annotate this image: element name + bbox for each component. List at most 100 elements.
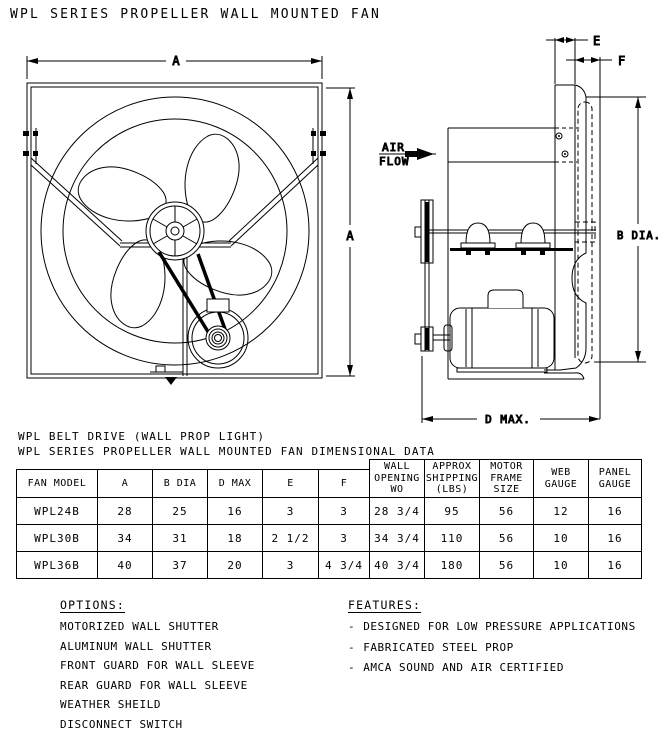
prop-hub-sheave xyxy=(145,201,205,261)
prop-blade xyxy=(183,240,273,296)
cell-b-dia: 31 xyxy=(152,524,208,552)
cell-wall-opening: 28 3/4 xyxy=(369,497,425,525)
cell-a: 34 xyxy=(97,524,153,552)
feature-item: -FABRICATED STEEL PROP xyxy=(348,640,636,655)
center-marker xyxy=(165,377,177,385)
feature-text: FABRICATED STEEL PROP xyxy=(363,640,514,654)
prop-blade xyxy=(184,133,240,223)
cell-e: 3 xyxy=(262,497,319,525)
table-row-wpl30b: WPL30B 34 31 18 2 1/2 3 34 3/4 110 56 10… xyxy=(16,524,642,552)
venturi-profile xyxy=(544,97,587,380)
bearing-assembly xyxy=(450,222,573,256)
page-title: WPL SERIES PROPELLER WALL MOUNTED FAN xyxy=(10,7,381,22)
cell-d-max: 18 xyxy=(207,524,263,552)
support-column xyxy=(150,255,188,385)
technical-drawing: A A xyxy=(23,34,661,427)
duct-bolt xyxy=(561,150,569,158)
dimension-b-dia: B DIA. xyxy=(586,96,661,363)
col-header-wall-opening: WALL OPENING WO xyxy=(369,459,425,498)
cell-wall-opening: 40 3/4 xyxy=(369,551,425,579)
cell-d-max: 20 xyxy=(207,551,263,579)
feature-item: -DESIGNED FOR LOW PRESSURE APPLICATIONS xyxy=(348,620,636,634)
cell-a: 28 xyxy=(97,497,153,525)
feature-text: DESIGNED FOR LOW PRESSURE APPLICATIONS xyxy=(363,620,636,633)
motor-pulley xyxy=(205,325,231,351)
cell-panel-gauge: 16 xyxy=(588,551,642,579)
col-header-f: F xyxy=(318,469,370,498)
cell-web-gauge: 10 xyxy=(533,524,589,552)
cell-f: 4 3/4 xyxy=(318,551,370,579)
dimension-d-max: D MAX. xyxy=(421,356,600,427)
cell-motor-frame: 56 xyxy=(479,524,534,552)
cell-web-gauge: 10 xyxy=(533,551,589,579)
table-row-wpl24b: WPL24B 28 25 16 3 3 28 3/4 95 56 12 16 xyxy=(16,497,642,525)
cell-f: 3 xyxy=(318,524,370,552)
options-section: OPTIONS: MOTORIZED WALL SHUTTER ALUMINUM… xyxy=(60,598,255,733)
option-item: WEATHER SHEILD xyxy=(60,698,162,711)
table-row-wpl36b: WPL36B 40 37 20 3 4 3/4 40 3/4 180 56 10… xyxy=(16,551,642,579)
option-item: MOTORIZED WALL SHUTTER xyxy=(60,620,219,633)
option-item: REAR GUARD FOR WALL SLEEVE xyxy=(60,678,248,692)
col-header-b-dia: B DIA xyxy=(152,469,208,498)
air-flow-annotation: AIR FLOW xyxy=(379,141,436,169)
front-view: A A xyxy=(23,54,355,385)
col-header-web-gauge: WEB GAUGE xyxy=(533,459,589,498)
cell-web-gauge: 12 xyxy=(533,497,589,525)
motor-junction-box xyxy=(206,298,230,313)
dimension-a-top: A xyxy=(26,54,323,79)
cell-shipping: 180 xyxy=(424,551,480,579)
features-section: FEATURES: -DESIGNED FOR LOW PRESSURE APP… xyxy=(348,598,636,683)
cell-motor-frame: 56 xyxy=(479,497,534,525)
cell-panel-gauge: 16 xyxy=(588,497,642,525)
bearing-plate xyxy=(450,248,573,251)
col-header-motor-frame: MOTOR FRAME SIZE xyxy=(479,459,534,498)
feature-item: -AMCA SOUND AND AIR CERTIFIED xyxy=(348,661,636,675)
hub-spokes xyxy=(152,206,198,256)
feature-bullet: - xyxy=(348,640,356,654)
options-heading: OPTIONS: xyxy=(60,598,125,612)
belt-drive xyxy=(414,199,450,352)
cell-fan-model: WPL36B xyxy=(16,551,98,579)
brace-left xyxy=(30,157,123,247)
cell-d-max: 16 xyxy=(207,497,263,525)
cell-f: 3 xyxy=(318,497,370,525)
dim-label-b-dia: B DIA. xyxy=(617,230,661,242)
col-header-panel-gauge: PANEL GAUGE xyxy=(588,459,642,498)
pillow-block-bearing xyxy=(460,222,496,255)
cell-b-dia: 25 xyxy=(152,497,208,525)
air-flow-label-line1: AIR xyxy=(382,141,405,154)
cell-shipping: 110 xyxy=(424,524,480,552)
features-heading: FEATURES: xyxy=(348,598,422,612)
belt-run xyxy=(157,251,212,336)
feature-bullet: - xyxy=(348,661,356,674)
front-motor xyxy=(157,251,249,369)
col-header-fan-model: FAN MODEL xyxy=(16,469,98,498)
dimensional-data-table: FAN MODEL A B DIA D MAX E F WALL OPENING… xyxy=(16,459,642,579)
dimension-a-right: A xyxy=(326,87,355,377)
col-header-d-max: D MAX xyxy=(207,469,263,498)
cell-fan-model: WPL30B xyxy=(16,524,98,552)
air-flow-arrow xyxy=(405,151,418,157)
cell-b-dia: 37 xyxy=(152,551,208,579)
belt-edge-view xyxy=(425,202,429,262)
col-header-approx-shipping: APPROX SHIPPING (LBS) xyxy=(424,459,480,498)
option-item: FRONT GUARD FOR WALL SLEEVE xyxy=(60,659,256,672)
wall-duct xyxy=(448,127,577,163)
belt-edge-view xyxy=(425,328,429,350)
cell-motor-frame: 56 xyxy=(479,551,534,579)
dim-label-e: E xyxy=(593,34,600,48)
motor-end-cap xyxy=(443,324,453,352)
cell-fan-model: WPL24B xyxy=(16,497,98,525)
dim-label-a-top: A xyxy=(172,54,180,68)
cell-shipping: 95 xyxy=(424,497,480,525)
brace-right xyxy=(228,157,319,247)
dim-label-d-max: D MAX. xyxy=(485,413,531,426)
dimensional-data-subtitle: WPL SERIES PROPELLER WALL MOUNTED FAN DI… xyxy=(18,445,436,458)
option-item: ALUMINUM WALL SHUTTER xyxy=(60,639,212,653)
col-header-a: A xyxy=(97,469,153,498)
col-header-e: E xyxy=(262,469,319,498)
cell-a: 40 xyxy=(97,551,153,579)
propeller xyxy=(77,133,273,329)
dimension-f: F xyxy=(566,54,626,419)
